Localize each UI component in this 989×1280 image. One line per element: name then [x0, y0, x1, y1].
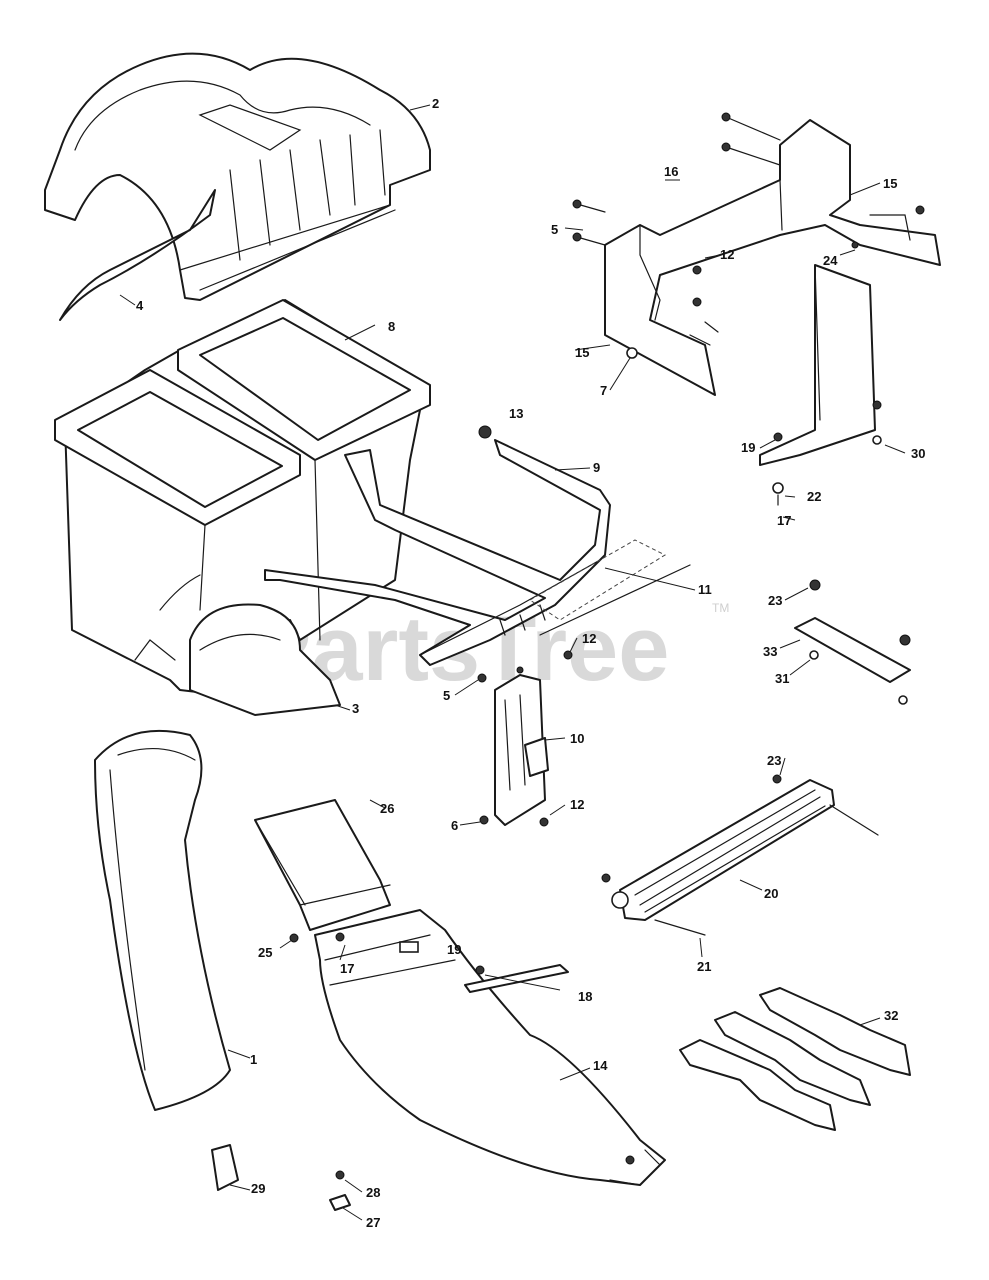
callout-12-mid: 12: [582, 631, 596, 646]
watermark-trademark: TM: [712, 601, 729, 615]
callout-11: 11: [698, 582, 712, 597]
part-17-fastener: [335, 932, 345, 942]
callout-24: 24: [823, 253, 838, 268]
callout-3: 3: [352, 701, 359, 716]
callout-32: 32: [884, 1008, 898, 1023]
part-1-chute: [94, 729, 231, 1111]
bracket-bolt-icon: [516, 666, 524, 674]
callout-23-upper: 23: [768, 593, 782, 608]
callout-labels: 1 2 3 4 5 5 6 7 8 9 10 11 12 12 12 13 14…: [136, 96, 925, 1230]
callout-17-right: 17: [777, 513, 791, 528]
callout-2: 2: [432, 96, 439, 111]
part-2-bagger-cover: [44, 52, 431, 301]
callout-25: 25: [258, 945, 272, 960]
callout-19-right: 19: [741, 440, 755, 455]
part-5-bolt: [477, 673, 487, 683]
callout-21: 21: [697, 959, 711, 974]
callout-13: 13: [509, 406, 523, 421]
part-8-bags: [54, 299, 431, 716]
part-20-weight: [601, 774, 879, 936]
callout-27: 27: [366, 1215, 380, 1230]
callout-33: 33: [763, 644, 777, 659]
part-4-liner: [59, 189, 216, 321]
callout-6: 6: [451, 818, 458, 833]
part-6-bolt: [479, 815, 489, 825]
callout-30: 30: [911, 446, 925, 461]
callout-10: 10: [570, 731, 584, 746]
part-29-clip: [211, 1144, 239, 1191]
callout-17-chute: 17: [340, 961, 354, 976]
part-13-nut: [478, 425, 492, 439]
callout-4: 4: [136, 298, 144, 313]
part-28-nut: [335, 1170, 345, 1180]
part-26-14-chute: [254, 799, 666, 1186]
callout-5-top: 5: [551, 222, 558, 237]
part-18-link: [464, 964, 569, 993]
callout-7: 7: [600, 383, 607, 398]
part-33-plate: [794, 579, 911, 705]
callout-20: 20: [764, 886, 778, 901]
part-27-clip: [329, 1194, 351, 1211]
leader-lines: [119, 104, 906, 1221]
callout-12-low: 12: [570, 797, 584, 812]
callout-15-right: 15: [883, 176, 897, 191]
part-15-16-brackets: [572, 112, 941, 396]
callout-15-left: 15: [575, 345, 589, 360]
part-12-nut-a: [563, 650, 573, 660]
part-12-nut-b: [539, 817, 549, 827]
callout-16: 16: [664, 164, 678, 179]
callout-9: 9: [593, 460, 600, 475]
part-32-blades: [679, 987, 911, 1131]
callout-1: 1: [250, 1052, 257, 1067]
part-11-rod: [529, 539, 691, 636]
callout-26: 26: [380, 801, 394, 816]
callout-28: 28: [366, 1185, 380, 1200]
callout-31: 31: [775, 671, 789, 686]
callout-18: 18: [578, 989, 592, 1004]
callout-12-top: 12: [720, 247, 734, 262]
callout-23-lower: 23: [767, 753, 781, 768]
callout-22: 22: [807, 489, 821, 504]
callout-29: 29: [251, 1181, 265, 1196]
callout-8: 8: [388, 319, 395, 334]
callout-14: 14: [593, 1058, 608, 1073]
callout-19-chute: 19: [447, 942, 461, 957]
part-30-bracket: [759, 264, 882, 506]
part-9-frame: [264, 439, 611, 666]
callout-5-bracket: 5: [443, 688, 450, 703]
part-10-bracket: [494, 666, 549, 826]
